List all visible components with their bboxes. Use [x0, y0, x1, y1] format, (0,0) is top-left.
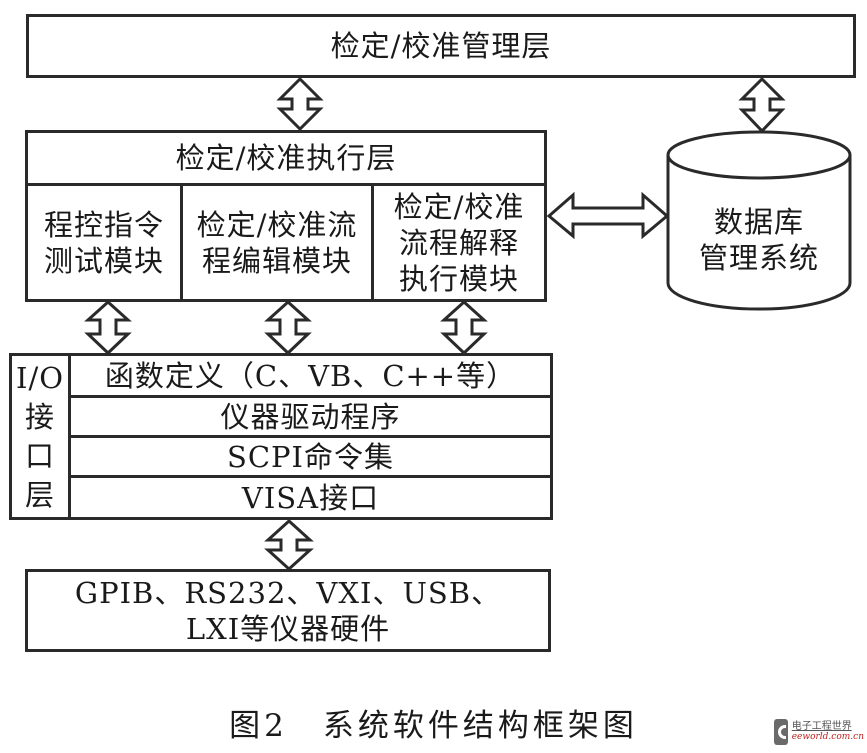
- module-line: 检定/校准流: [196, 208, 358, 242]
- io-side-divider: [68, 356, 71, 517]
- watermark-logo: 电子工程世界 eeworld.com.cn: [774, 715, 864, 749]
- hardware-line: LXI等仪器硬件: [185, 611, 391, 646]
- watermark-cn: 电子工程世界: [791, 721, 852, 732]
- io-row-scpi-commands: SCPI命令集: [226, 439, 395, 474]
- eeworld-logo-icon: [774, 719, 788, 745]
- double-arrow-icon: [546, 191, 670, 240]
- module-line: 执行模块: [398, 262, 519, 296]
- double-arrow-icon: [276, 76, 324, 132]
- io-row-instrument-driver: 仪器驱动程序: [220, 399, 401, 434]
- database-line: 管理系统: [698, 241, 819, 275]
- figure-caption: 图2 系统软件结构框架图: [229, 708, 638, 744]
- io-row-visa-interface: VISA接口: [241, 480, 380, 515]
- execution-layer-box: 检定/校准执行层 程控指令 测试模块 检定/校准流 程编辑模块 检定/校准 流程…: [25, 130, 547, 302]
- execution-layer-divider: [28, 183, 544, 186]
- module-line: 检定/校准: [393, 190, 525, 224]
- io-row-function-definition: 函数定义（C、VB、C++等）: [104, 358, 517, 393]
- management-layer-box: 检定/校准管理层: [26, 14, 856, 78]
- database-label: 数据库 管理系统: [668, 195, 850, 285]
- double-arrow-icon: [738, 76, 786, 134]
- side-label-char: I/O: [15, 360, 64, 395]
- hardware-box: GPIB、RS232、VXI、USB、 LXI等仪器硬件: [25, 569, 551, 652]
- database-line: 数据库: [713, 205, 804, 239]
- side-label-char: 层: [24, 477, 55, 512]
- side-label-char: 接: [24, 399, 55, 434]
- module-line: 程编辑模块: [201, 244, 352, 278]
- watermark-en: eeworld.com.cn: [791, 732, 864, 742]
- module-divider-2: [371, 185, 374, 300]
- module-line: 流程解释: [398, 226, 519, 260]
- double-arrow-icon: [84, 299, 132, 356]
- module-process-interpreter: 检定/校准 流程解释 执行模块: [374, 186, 544, 300]
- module-process-editor: 检定/校准流 程编辑模块: [183, 186, 371, 300]
- module-line: 程控指令: [43, 208, 164, 242]
- io-row-divider: [71, 475, 550, 478]
- io-layer-box: I/O 接 口 层 函数定义（C、VB、C++等） 仪器驱动程序 SCPI命令集…: [9, 353, 553, 520]
- io-row-divider: [71, 435, 550, 438]
- double-arrow-icon: [264, 299, 312, 356]
- module-program-control-test: 程控指令 测试模块: [28, 186, 180, 300]
- module-divider-1: [180, 185, 183, 300]
- management-layer-label: 检定/校准管理层: [330, 29, 552, 63]
- hardware-line: GPIB、RS232、VXI、USB、: [74, 575, 502, 610]
- side-label-char: 口: [24, 438, 55, 473]
- io-row-divider: [71, 395, 550, 398]
- double-arrow-icon: [264, 518, 314, 572]
- module-line: 测试模块: [43, 244, 164, 278]
- database-cylinder: [666, 130, 852, 311]
- double-arrow-icon: [440, 299, 488, 356]
- io-layer-side-label: I/O 接 口 层: [12, 356, 68, 517]
- execution-layer-label: 检定/校准执行层: [175, 141, 397, 175]
